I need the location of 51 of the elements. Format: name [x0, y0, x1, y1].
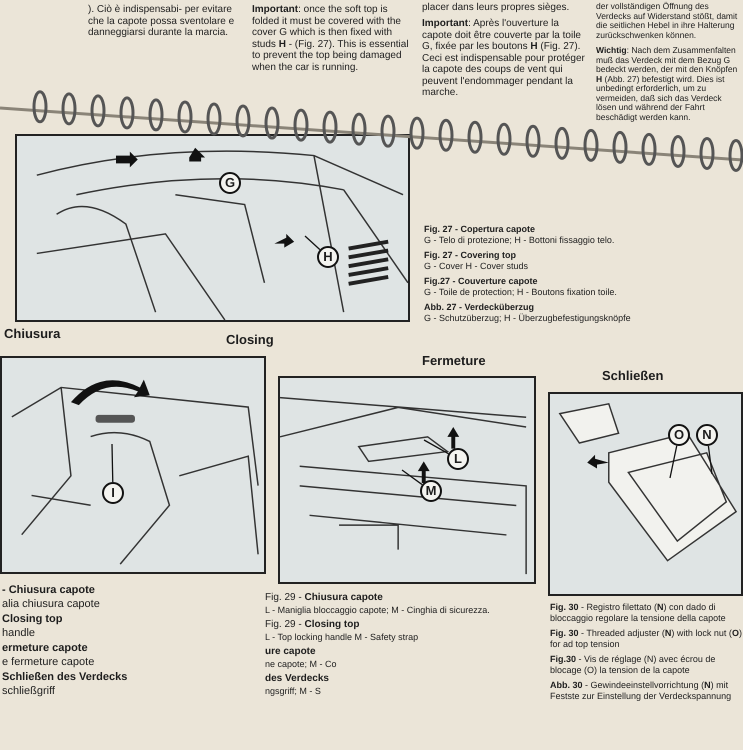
- figure-caption: Fig. 30 - Registro filettato (N) con dado di bloccaggio regolare la tensione della capote: [550, 602, 727, 623]
- figure-caption: ne capote; M - Co: [265, 659, 338, 670]
- figure-caption: G - Telo di protezione; H - Bottoni fissaggio telo.: [424, 235, 616, 246]
- figure-caption-title: des Verdecks: [265, 673, 330, 684]
- figure-caption: G - Toile de protection; H - Boutons fixation toile.: [424, 287, 618, 298]
- figure-caption-title: Fig.27 - Couverture capote: [424, 276, 539, 286]
- callout-letter: N: [696, 424, 718, 446]
- figure-caption-title: Fig. 27 - Covering top: [424, 250, 518, 260]
- figure-caption: e fermeture capote: [2, 656, 96, 668]
- figure-caption-title: ure capote: [265, 646, 317, 658]
- body-paragraph: der vollständigen Öffnung des Verdecks auf Widerstand stößt, damit die seitlichen Hebel in ihre Halterung zurückschwenken können.: [596, 2, 738, 40]
- body-paragraph: ). Ciò è indispensabi- per evitare che la capote possa sventolare e danneggiarsi durante la marcia.: [88, 4, 236, 38]
- leader-line: [111, 444, 114, 482]
- figure-caption: alia chiusura capote: [2, 598, 101, 610]
- figure-caption-title: - Chiusura capote: [2, 584, 96, 596]
- callout-letter: L: [447, 448, 469, 470]
- figure-caption-title: Fig. 27 - Copertura capote: [424, 224, 536, 234]
- figure-caption: G - Cover H - Cover studs: [424, 261, 530, 272]
- section-heading: Fermeture: [422, 354, 487, 368]
- figure-caption: handle: [2, 627, 36, 640]
- figure-caption: Fig.30 - Vis de réglage (N) avec écrou de blocage (O) la tension de la capote: [550, 654, 716, 675]
- leader-line: [669, 446, 678, 478]
- figure-caption: schließgriff: [2, 685, 56, 698]
- figure-caption-title: Closing top: [2, 613, 64, 626]
- leader-line: [402, 469, 422, 486]
- callout-letter: G: [219, 172, 241, 194]
- figure-caption-title: Fig. 29 - Chiusura capote: [265, 592, 384, 604]
- figure-caption-title: Abb. 27 - Verdecküberzug: [424, 302, 536, 312]
- body-paragraph: placer dans leurs propres sièges.: [422, 2, 570, 14]
- figure-caption-title: ermeture capote: [2, 642, 89, 654]
- figure-caption: Abb. 30 - Gewindeeinstellvorrichtung (N) mit Festste zur Einstellung der Verdeckspannung: [550, 680, 732, 701]
- leader-line: [424, 439, 449, 454]
- figure-caption-title: Fig. 29 - Closing top: [265, 619, 360, 630]
- callout-letter: O: [668, 424, 690, 446]
- figure-caption: ngsgriff; M - S: [265, 686, 322, 696]
- figure-caption: L - Top locking handle M - Safety strap: [265, 632, 420, 642]
- callout-letter: H: [317, 246, 339, 268]
- figure-caption: Fig. 30 - Threaded adjuster (N) with lock nut (O) for ad top tension: [550, 628, 743, 649]
- section-heading: Schließen: [602, 369, 664, 384]
- body-paragraph: Wichtig: Nach dem Zusammenfalten muß das Verdeck mit dem Bezug G bedeckt werden, der mit den Knöpfen H (Abb. 27) befestigt wird. Dies ist unbedingt erforderlich, um zu vermeiden, daß sich das Verdeck lösen und während der Fahrt beschädigt werden kann.: [596, 46, 738, 122]
- section-heading: Closing: [226, 333, 275, 348]
- callout-letter: I: [102, 482, 124, 504]
- leader-line: [708, 446, 713, 474]
- body-paragraph: Important: once the soft top is folded it must be covered with the cover G which is then fixed with studs H - (Fig. 27). This is essential to prevent the top being damaged when the car is running.: [252, 4, 410, 73]
- figure-caption: G - Schutzüberzug; H - Überzugbefestigungsknöpfe: [424, 313, 632, 324]
- figure-caption-title: Schließen des Verdecks: [2, 671, 128, 684]
- leader-line: [304, 236, 320, 250]
- body-paragraph: Important: Après l'ouverture la capote doit être couverte par la toile G, fixée par les boutons H (Fig. 27). Ceci est indispensable pour protéger la capote des coups de vent qui peuvent l'endommager pendant la marche.: [422, 18, 586, 98]
- section-heading: Chiusura: [4, 327, 62, 342]
- callout-letter: M: [420, 480, 442, 502]
- figure-caption: L - Maniglia bloccaggio capote; M - Cinghia di sicurezza.: [265, 605, 491, 616]
